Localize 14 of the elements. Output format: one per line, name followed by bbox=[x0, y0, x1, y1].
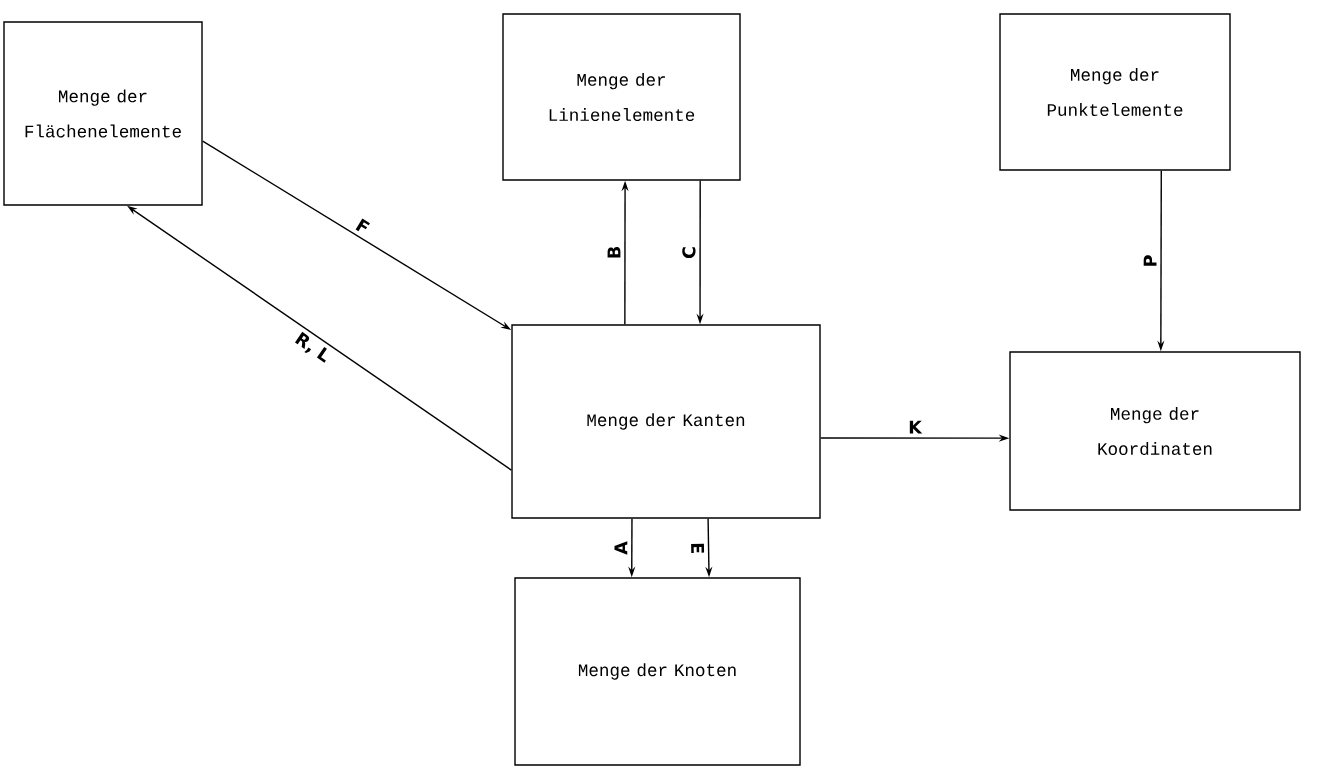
set-box: Menge der Knoten bbox=[514, 577, 801, 766]
edge-label: C bbox=[682, 247, 696, 259]
edge-label: R, L bbox=[295, 331, 327, 363]
set-box: Menge der Punktelemente bbox=[999, 13, 1231, 171]
edge-label: K bbox=[909, 420, 923, 434]
edge-label: A bbox=[614, 541, 628, 555]
edge-label: P bbox=[1143, 255, 1157, 266]
set-box: Menge der Linienelemente bbox=[502, 13, 741, 181]
edge-label: E bbox=[691, 543, 705, 553]
edge-label: F bbox=[355, 218, 370, 232]
set-box: Menge der Flächenelemente bbox=[3, 21, 203, 206]
edge-label: B bbox=[607, 247, 621, 258]
set-box: Menge der Koordinaten bbox=[1009, 351, 1301, 511]
set-box: Menge der Kanten bbox=[511, 324, 821, 519]
